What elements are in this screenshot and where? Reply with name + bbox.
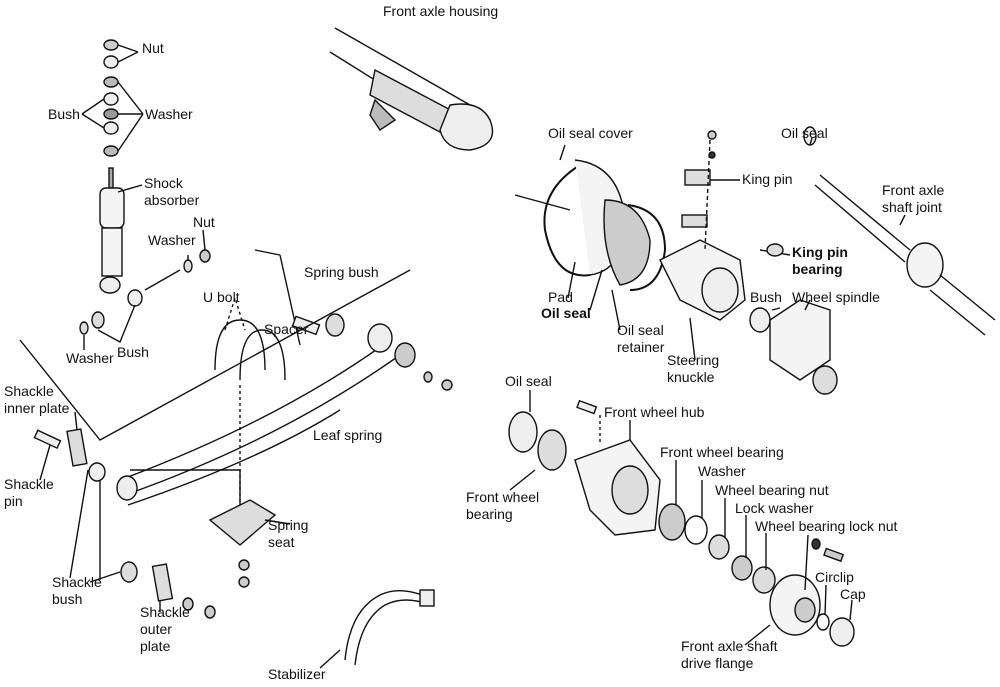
label-spring-seat: Spring seat xyxy=(268,517,309,550)
label-bush-low: Bush xyxy=(117,344,149,360)
label-shackle-outer-plate: Shackle outer plate xyxy=(140,604,190,654)
shackle-parts xyxy=(33,411,291,619)
front-axle-housing xyxy=(329,27,494,151)
label-king-pin: King pin xyxy=(742,171,793,187)
label-cap: Cap xyxy=(840,586,866,602)
shock-absorber-parts xyxy=(79,39,211,350)
label-wheel-bearing-lock-nut: Wheel bearing lock nut xyxy=(755,518,898,534)
label-wheel-spindle: Wheel spindle xyxy=(792,289,880,305)
label-washer-low: Washer xyxy=(66,350,114,366)
label-washer: Washer xyxy=(145,106,193,122)
label-shackle-bush: Shackle bush xyxy=(52,574,102,607)
label-spring-bush: Spring bush xyxy=(304,264,379,280)
label-leaf-spring: Leaf spring xyxy=(313,427,383,443)
label-king-pin-bearing: King pin bearing xyxy=(792,244,848,277)
label-washer-mid: Washer xyxy=(148,232,196,248)
label-u-bolt: U bolt xyxy=(203,289,240,305)
label-circlip: Circlip xyxy=(815,569,854,585)
label-front-wheel-bearing-outer: Front wheel bearing xyxy=(660,444,784,460)
label-front-axle-housing: Front axle housing xyxy=(383,3,499,19)
label-nut-lower: Nut xyxy=(193,214,215,230)
label-drive-flange: Front axle shaft drive flange xyxy=(681,638,778,671)
label-front-wheel-bearing-inner: Front wheel bearing xyxy=(466,489,540,522)
label-lock-washer: Lock washer xyxy=(735,500,814,516)
knuckle-parts xyxy=(514,126,996,395)
label-front-axle-shaft-joint: Front axle shaft joint xyxy=(882,182,945,215)
label-front-wheel-hub: Front wheel hub xyxy=(604,404,705,420)
label-pad: Pad xyxy=(548,289,573,305)
leaf-spring xyxy=(19,249,453,588)
label-oil-seal-cover: Oil seal cover xyxy=(548,125,633,141)
label-bush: Bush xyxy=(48,106,80,122)
label-oil-seal-retainer: Oil seal retainer xyxy=(617,322,665,355)
label-shackle-inner-plate: Shackle inner plate xyxy=(4,383,70,416)
label-oil-seal-right: Oil seal xyxy=(781,125,828,141)
label-wheel-bearing-nut: Wheel bearing nut xyxy=(715,482,829,498)
label-bush-spindle: Bush xyxy=(750,289,782,305)
label-washer-hub: Washer xyxy=(698,463,746,479)
label-nut: Nut xyxy=(142,40,164,56)
label-oil-seal-knuckle: Oil seal xyxy=(541,305,591,321)
label-shackle-pin: Shackle pin xyxy=(4,476,54,509)
label-steering-knuckle: Steering knuckle xyxy=(667,352,720,385)
label-shock-absorber: Shock absorber xyxy=(144,175,200,208)
hub-parts xyxy=(508,390,855,647)
label-oil-seal-hub: Oil seal xyxy=(505,373,552,389)
label-stabilizer: Stabilizer xyxy=(268,666,326,682)
stabilizer xyxy=(319,589,435,669)
label-spacer: Spacer xyxy=(264,321,309,337)
